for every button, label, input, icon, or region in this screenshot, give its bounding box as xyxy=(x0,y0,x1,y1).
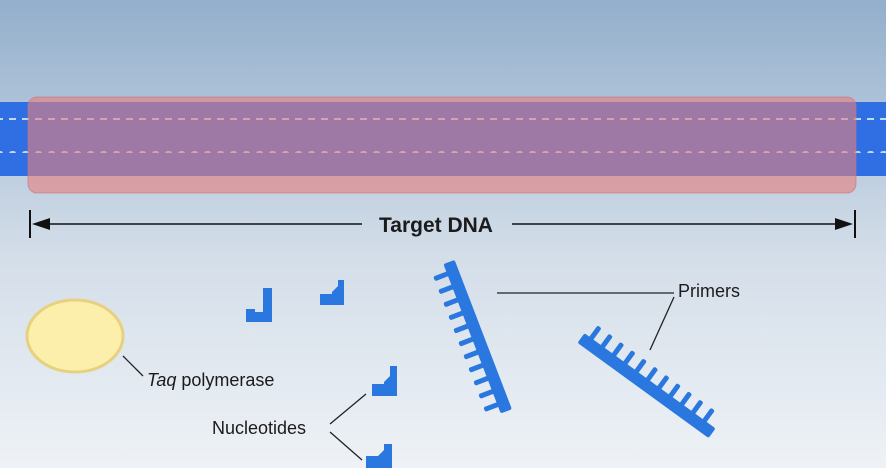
taq-polymerase-label: Taq polymerase xyxy=(147,370,274,390)
primers-leader-lines xyxy=(497,292,675,351)
nucleotides-label: Nucleotides xyxy=(212,418,306,438)
taq-rest: polymerase xyxy=(176,370,274,390)
primer-strand-icon xyxy=(433,260,512,413)
nucleotide-icon xyxy=(372,366,397,396)
nucleotides-leader-lines xyxy=(329,393,367,461)
taq-italic: Taq xyxy=(147,370,176,390)
nucleotide-icon xyxy=(320,280,344,305)
target-dna-label: Target DNA xyxy=(379,214,493,237)
primers-label: Primers xyxy=(678,281,740,301)
taq-leader-line xyxy=(122,355,144,377)
target-dna-span-arrow xyxy=(29,210,856,238)
target-dna-highlight xyxy=(27,96,857,194)
taq-polymerase-icon xyxy=(25,298,125,374)
primer-strand-icon xyxy=(578,325,715,438)
nucleotide-icon xyxy=(246,288,272,322)
nucleotide-icon xyxy=(366,444,392,468)
